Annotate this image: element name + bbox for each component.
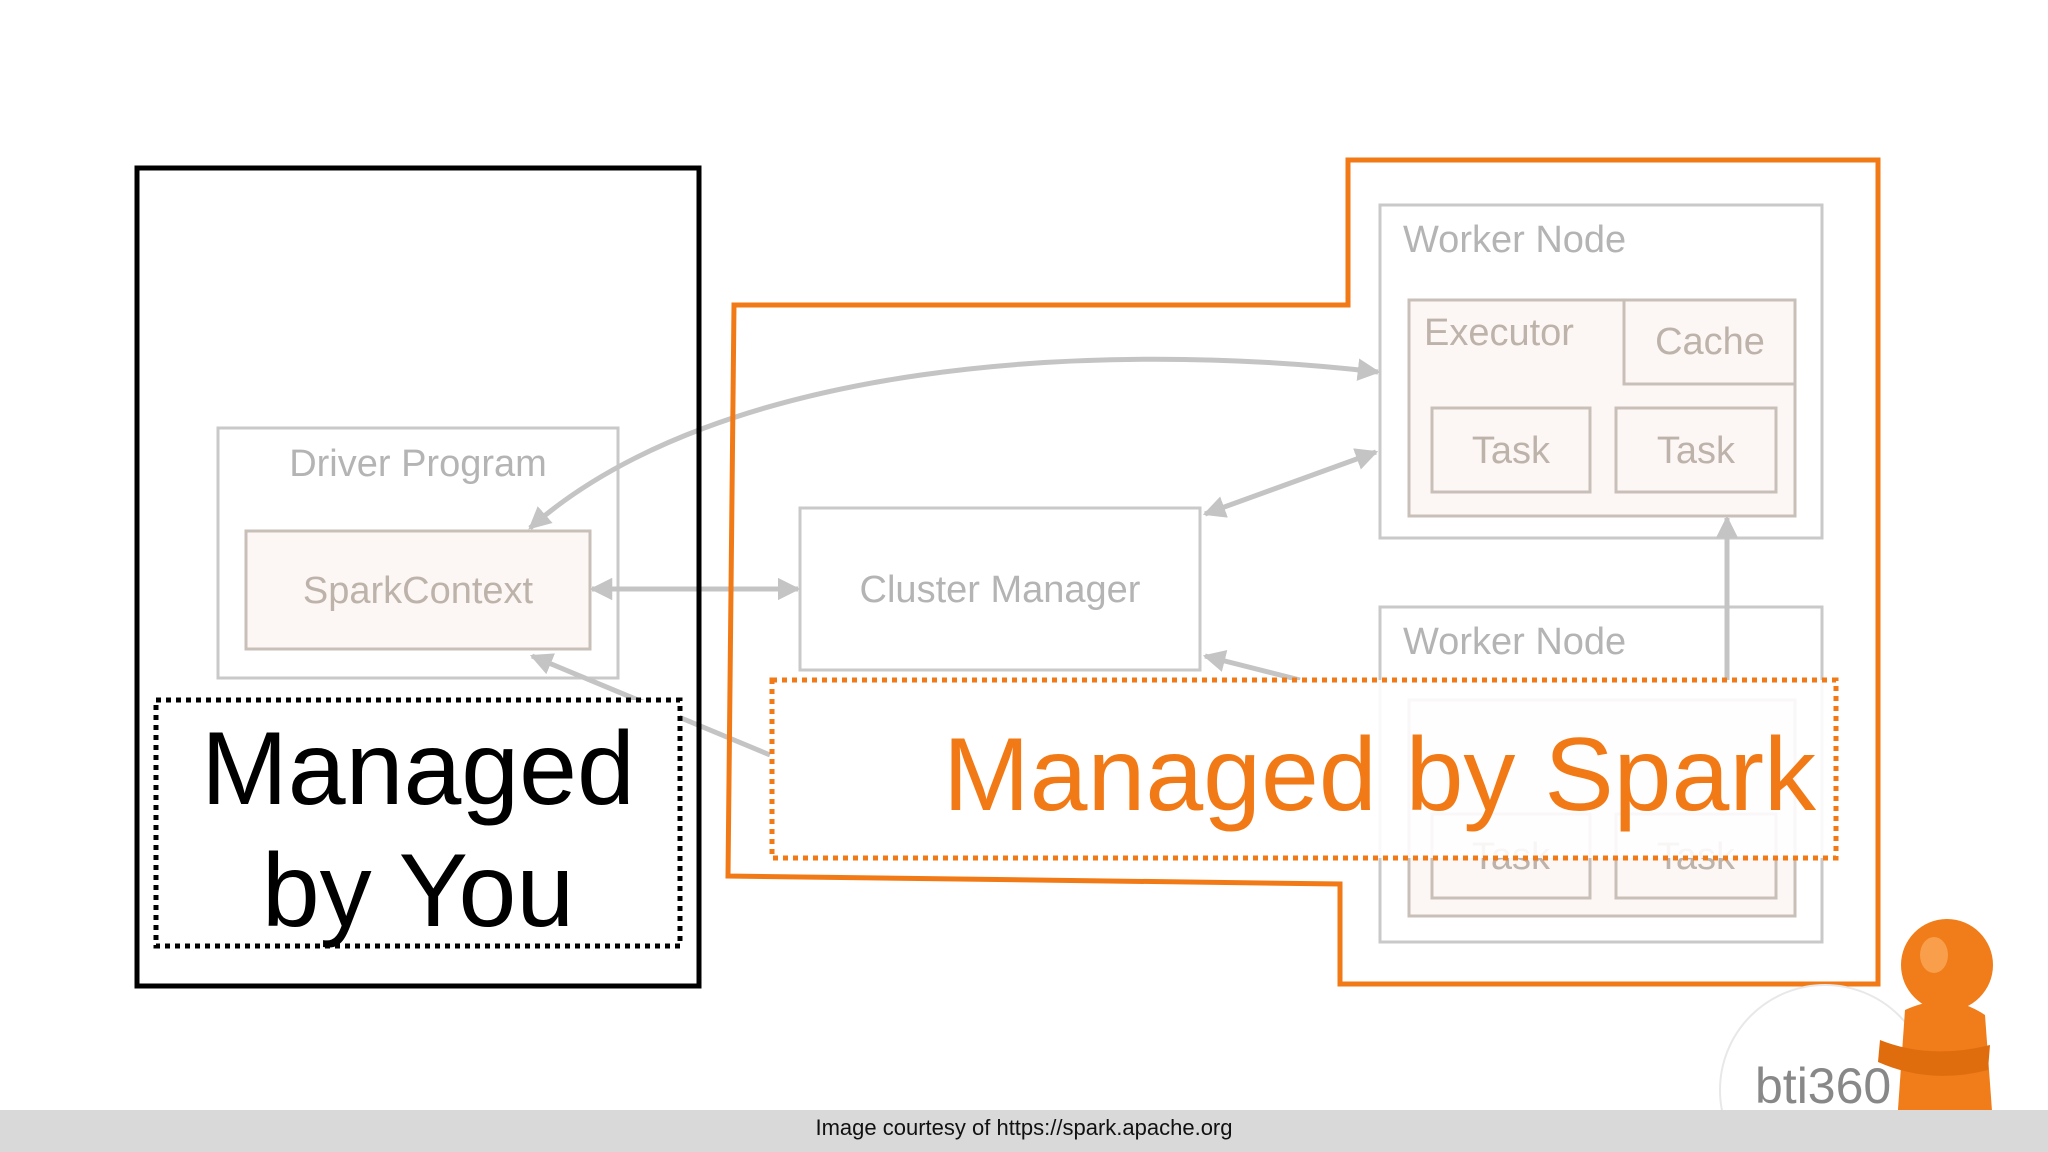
managed-by-you-line2: by You bbox=[262, 833, 574, 949]
executor-label: Executor bbox=[1424, 312, 1574, 354]
cluster-manager-box: Cluster Manager bbox=[798, 506, 1202, 672]
managed-by-you-callout: Managed by You bbox=[153, 697, 683, 949]
clustermanager-worker1-arrow bbox=[1202, 448, 1379, 518]
spark-context-label: SparkContext bbox=[303, 570, 534, 612]
task-label: Task bbox=[1472, 430, 1551, 472]
managed-by-you-line1: Managed bbox=[201, 711, 635, 827]
clustermanager-worker2-arrow bbox=[1202, 650, 1301, 683]
worker-sparkcontext-arrow bbox=[528, 356, 1381, 530]
task-box: Task bbox=[1430, 406, 1592, 494]
cache-label: Cache bbox=[1655, 321, 1765, 363]
driver-program-box: Driver Program SparkContext bbox=[216, 426, 620, 680]
cache-box: Cache bbox=[1622, 298, 1797, 386]
cluster-manager-label: Cluster Manager bbox=[860, 569, 1141, 611]
worker-node-1-title: Worker Node bbox=[1403, 219, 1626, 261]
worker-node-1: Worker Node Executor Cache Task Task bbox=[1378, 203, 1824, 540]
task-box: Task bbox=[1614, 406, 1778, 494]
managed-by-spark-text: Managed by Spark bbox=[943, 717, 1817, 833]
task-label: Task bbox=[1657, 430, 1736, 472]
managed-by-you-outline bbox=[134, 165, 702, 989]
driver-program-title: Driver Program bbox=[289, 443, 547, 485]
logo-text: bti360 bbox=[1755, 1058, 1891, 1114]
worker-node-2-title: Worker Node bbox=[1403, 621, 1626, 663]
footer-bar bbox=[0, 1110, 2048, 1152]
spark-context-box: SparkContext bbox=[244, 529, 592, 651]
managed-by-spark-outline bbox=[725, 157, 1881, 987]
image-credit: Image courtesy of https://spark.apache.o… bbox=[815, 1115, 1233, 1140]
managed-by-spark-callout: Managed by Spark bbox=[769, 677, 1839, 861]
